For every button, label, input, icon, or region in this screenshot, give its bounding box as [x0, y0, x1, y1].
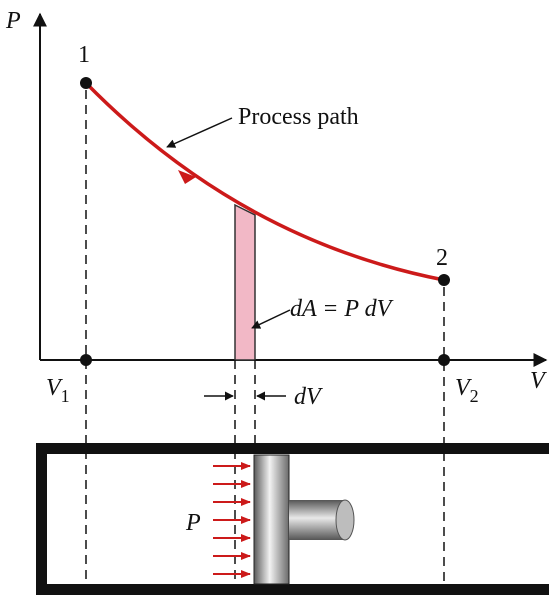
- state-1-point: [80, 77, 92, 89]
- process-path-pointer: [166, 117, 233, 148]
- v2-point: [438, 354, 450, 366]
- pressure-arrows: [213, 462, 251, 578]
- curve-direction-arrow: [178, 170, 196, 184]
- dv-label: dV: [294, 384, 323, 410]
- area-element-label: dA = P dV: [290, 296, 394, 322]
- v2-subscript: 2: [470, 386, 479, 406]
- state-1-label: 1: [78, 42, 90, 68]
- process-path-label: Process path: [238, 104, 359, 130]
- state-2-label: 2: [436, 245, 448, 271]
- piston-rod-end: [335, 499, 355, 541]
- v2-label: V2: [455, 375, 479, 406]
- process-curve: [84, 81, 445, 282]
- v1-label: V1: [46, 375, 70, 406]
- piston: [253, 454, 290, 585]
- v1-subscript: 1: [61, 386, 70, 406]
- area-strip: [234, 203, 256, 361]
- state-2-point: [438, 274, 450, 286]
- pressure-label: P: [185, 510, 201, 536]
- area-element-pointer: [251, 309, 291, 329]
- v-axis-label: V: [530, 368, 547, 394]
- p-axis-label: P: [5, 8, 21, 34]
